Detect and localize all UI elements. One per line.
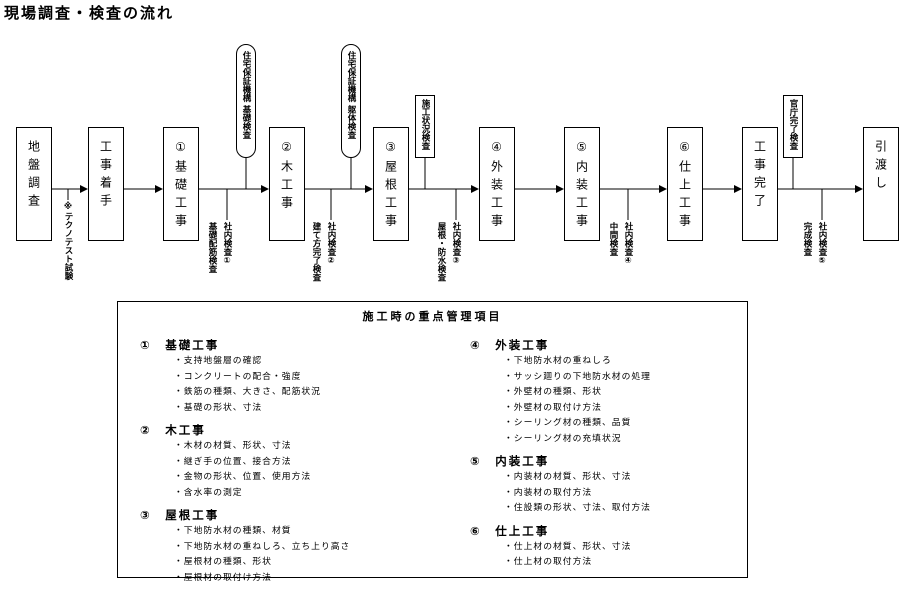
flow-connectors — [52, 158, 863, 220]
section-heading: ② 木工事 — [140, 423, 206, 437]
section-heading: ③ 屋根工事 — [140, 508, 220, 522]
list-item: ・支持地盤層の確認 — [174, 356, 263, 366]
note-shanai-1: 社内検査① — [222, 222, 232, 266]
list-item: ・基礎の形状、寸法 — [174, 402, 263, 413]
list-item: ・下地防水材の重ねしろ、立ち上り高さ — [174, 541, 351, 552]
step-yane-kouji: ③屋根工事 — [373, 127, 409, 241]
step-moku-kouji: ②木工事 — [269, 127, 305, 241]
list-item: ・金物の形状、位置、使用方法 — [174, 472, 312, 482]
list-item: ・下地防水材の種類、材質 — [174, 526, 292, 536]
list-item: ・含水率の測定 — [174, 487, 243, 498]
list-item: ・木材の材質、形状、寸法 — [174, 441, 292, 451]
step-naisou-kouji: ⑤内装工事 — [564, 127, 600, 241]
note-techno-test: ※テクノテスト試験 — [63, 202, 73, 280]
note-kiso-haikin: 基礎配筋検査 — [207, 222, 217, 273]
list-item: ・継ぎ手の位置、接合方法 — [174, 456, 292, 467]
section-heading: ④ 外装工事 — [470, 338, 550, 352]
list-item: ・サッシ廻りの下地防水材の処理 — [504, 371, 651, 382]
note-shanai-5: 社内検査⑤ — [817, 222, 827, 266]
list-item: ・住設類の形状、寸法、取付方法 — [504, 503, 651, 513]
panel-title: 施工時の重点管理項目 — [362, 310, 503, 323]
step-kouji-kanryou: 工事完了 — [742, 127, 778, 241]
section-heading: ① 基礎工事 — [140, 338, 220, 352]
note-tatekata: 建て方完了検査 — [311, 222, 321, 282]
list-item: ・屋根材の種類、形状 — [174, 557, 272, 567]
note-yane-bousui: 屋根・防水検査 — [436, 222, 446, 282]
list-item: ・鉄筋の種類、大きさ、配筋状況 — [174, 387, 321, 397]
note-kansei: 完成検査 — [802, 222, 812, 256]
step-gaisou-kouji: ④外装工事 — [479, 127, 515, 241]
note-shanai-2: 社内検査② — [326, 222, 336, 266]
list-item: ・コンクリートの配合・強度 — [174, 371, 302, 382]
panel-right-column: ④ 外装工事 ・下地防水材の重ねしろ ・サッシ廻りの下地防水材の処理 ・外壁材の… — [470, 336, 651, 571]
note-kanchou-kanryou: 官庁完了検査 — [783, 95, 803, 158]
list-item: ・屋根材の取付け方法 — [174, 572, 272, 583]
note-sekou-joukyou: 施工状況検査 — [415, 95, 435, 158]
note-shanai-3: 社内検査③ — [451, 222, 461, 266]
note-shanai-4: 社内検査④ — [623, 222, 633, 266]
list-item: ・シーリング材の充填状況 — [504, 433, 622, 444]
panel-left-column: ① 基礎工事 ・支持地盤層の確認 ・コンクリートの配合・強度 ・鉄筋の種類、大き… — [140, 336, 350, 586]
note-kiso-kensa: 住宅保証機構 基礎検査 — [236, 44, 256, 158]
page-title: 現場調査・検査の流れ — [4, 4, 175, 22]
list-item: ・外壁材の取付け方法 — [504, 402, 602, 413]
list-item: ・内装材の取付方法 — [504, 487, 593, 498]
note-chuukan: 中間検査 — [608, 222, 618, 256]
list-item: ・下地防水材の重ねしろ — [504, 356, 612, 366]
step-kouji-chakushu: 工事着手 — [88, 127, 124, 241]
list-item: ・シーリング材の種類、品質 — [504, 418, 632, 428]
section-heading: ⑥ 仕上工事 — [470, 523, 550, 538]
management-panel: 施工時の重点管理項目 ① 基礎工事 ・支持地盤層の確認 ・コンクリートの配合・強… — [117, 301, 748, 583]
step-hikiwatashi: 引渡し — [863, 127, 899, 241]
list-item: ・外壁材の種類、形状 — [504, 387, 602, 397]
note-kutai-kensa: 住宅保証機構 躯体検査 — [341, 44, 361, 158]
list-item: ・内装材の材質、形状、寸法 — [504, 472, 632, 482]
list-item: ・仕上材の材質、形状、寸法 — [504, 541, 632, 552]
step-kiso-kouji: ①基礎工事 — [163, 127, 199, 241]
section-heading: ⑤ 内装工事 — [470, 454, 550, 468]
list-item: ・仕上材の取付方法 — [504, 557, 593, 567]
step-shiage-kouji: ⑥仕上工事 — [667, 127, 703, 241]
step-jiban-chousa: 地盤調査 — [16, 127, 52, 241]
